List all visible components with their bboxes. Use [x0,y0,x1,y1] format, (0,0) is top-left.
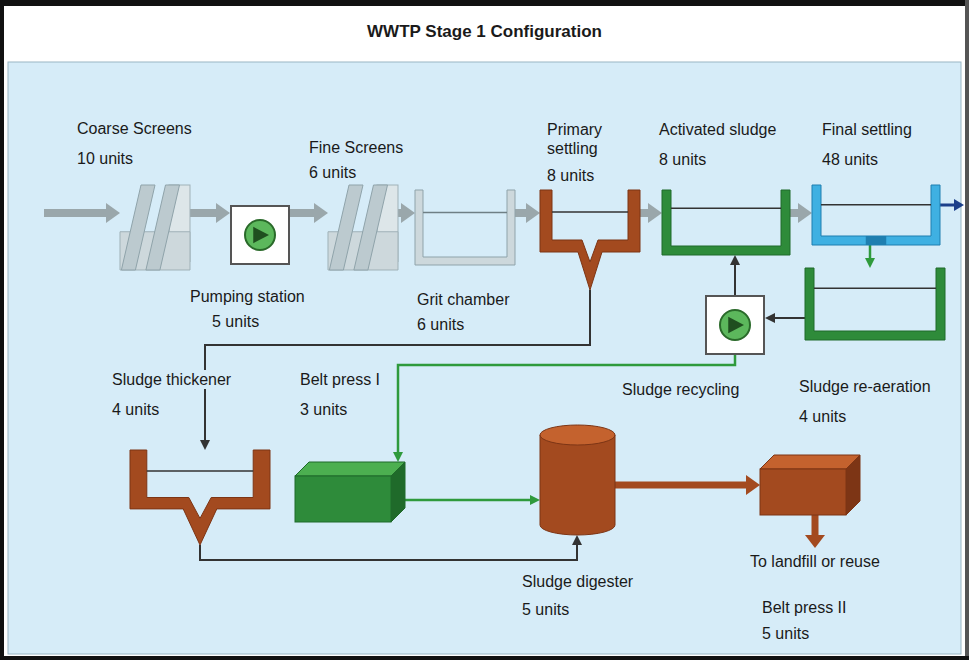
unit-name: Final settling [820,120,914,139]
flow-arrow [615,475,760,495]
flow-arrow [405,495,540,505]
unit-name: Coarse Screens [75,119,194,138]
arrow-line [205,290,590,440]
flow-arrow [865,245,875,268]
arrow-head [730,255,740,265]
arrow-head [530,495,540,505]
process-unit: Sludge digester5 units [540,425,615,535]
arrow-line [405,499,530,502]
unit-shape [415,190,515,265]
flow-arrow [200,290,590,450]
arrow-line [290,209,314,217]
unit-shape [540,425,615,535]
flow-arrow [290,203,328,223]
arrow-head [746,475,760,495]
arrow-head [798,203,812,223]
unit-name: Grit chamber [415,290,511,309]
unit-name: Primary settling [545,120,641,158]
arrow-line [869,245,872,258]
unit-count: 10 units [75,149,135,168]
process-unit: Sludge re-aeration4 units [805,268,945,340]
unit-name: Sludge digester [520,572,635,591]
arrow-head [393,452,403,462]
unit-name: Activated sludge [657,120,778,139]
unit-name: Sludge re-aeration [797,377,933,396]
diagram-title: WWTP Stage 1 Configuration [0,22,969,42]
process-unit: Pumping station5 units [230,205,290,265]
unit-shape [295,462,405,522]
unit-shape [328,185,398,270]
unit-count: 5 units [760,624,811,643]
unit-shape [662,190,790,255]
unit-shape [540,190,640,290]
note-label: To landfill or reuse [748,552,882,571]
unit-name: Belt press II [760,598,848,617]
flow-arrow [515,203,540,223]
unit-shape [230,205,290,265]
arrow-line [790,209,798,217]
flow-arrow [640,203,662,223]
process-unit: Sludge thickener4 units [130,450,270,545]
unit-name: Belt press I [298,370,382,389]
unit-shape [812,185,940,245]
unit-count: 8 units [545,166,596,185]
flow-arrow [190,203,230,223]
unit-count: 6 units [307,163,358,182]
unit-count: 6 units [415,315,466,334]
unit-shape [705,295,765,355]
unit-name: Fine Screens [307,138,405,157]
flow-arrow [790,203,812,223]
arrow-head [401,203,415,223]
process-unit: Grit chamber6 units [415,190,515,265]
arrow-line [190,209,216,217]
arrow-head [765,313,775,323]
flow-arrow [730,255,740,295]
arrow-head [314,203,328,223]
arrow-line [615,482,746,489]
arrow-head [865,258,875,268]
arrow-line [200,545,577,560]
unit-name: Sludge thickener [110,370,233,389]
process-unit: Sludge recycling [705,295,765,355]
arrow-line [775,317,805,319]
unit-shape [805,268,945,340]
process-unit: Activated sludge8 units [662,190,790,255]
arrow-line [398,355,735,452]
flow-arrow [398,203,415,223]
flow-arrow [765,313,805,323]
unit-shape [130,450,270,545]
arrow-head [526,203,540,223]
process-unit: Primary settling8 units [540,190,640,290]
arrow-head [200,440,210,450]
unit-name: Sludge recycling [620,380,741,399]
unit-shape [120,185,190,270]
unit-count: 5 units [210,312,261,331]
arrow-line [640,209,648,217]
arrow-head [648,203,662,223]
arrow-line [734,265,736,295]
process-unit: Final settling48 units [812,185,940,245]
arrow-head [216,203,230,223]
arrow-head [572,535,582,545]
process-unit: Belt press II5 units [760,455,860,515]
unit-count: 5 units [520,600,571,619]
unit-count: 4 units [797,407,848,426]
process-unit: Belt press I3 units [295,462,405,522]
arrow-line [515,209,526,217]
unit-shape [760,455,860,515]
process-unit: Fine Screens6 units [328,185,398,270]
unit-count: 48 units [820,150,880,169]
unit-count: 3 units [298,400,349,419]
unit-count: 8 units [657,150,708,169]
process-unit: Coarse Screens10 units [120,185,190,270]
unit-name: Pumping station [188,287,307,306]
flow-arrow [200,535,582,560]
unit-count: 4 units [110,400,161,419]
